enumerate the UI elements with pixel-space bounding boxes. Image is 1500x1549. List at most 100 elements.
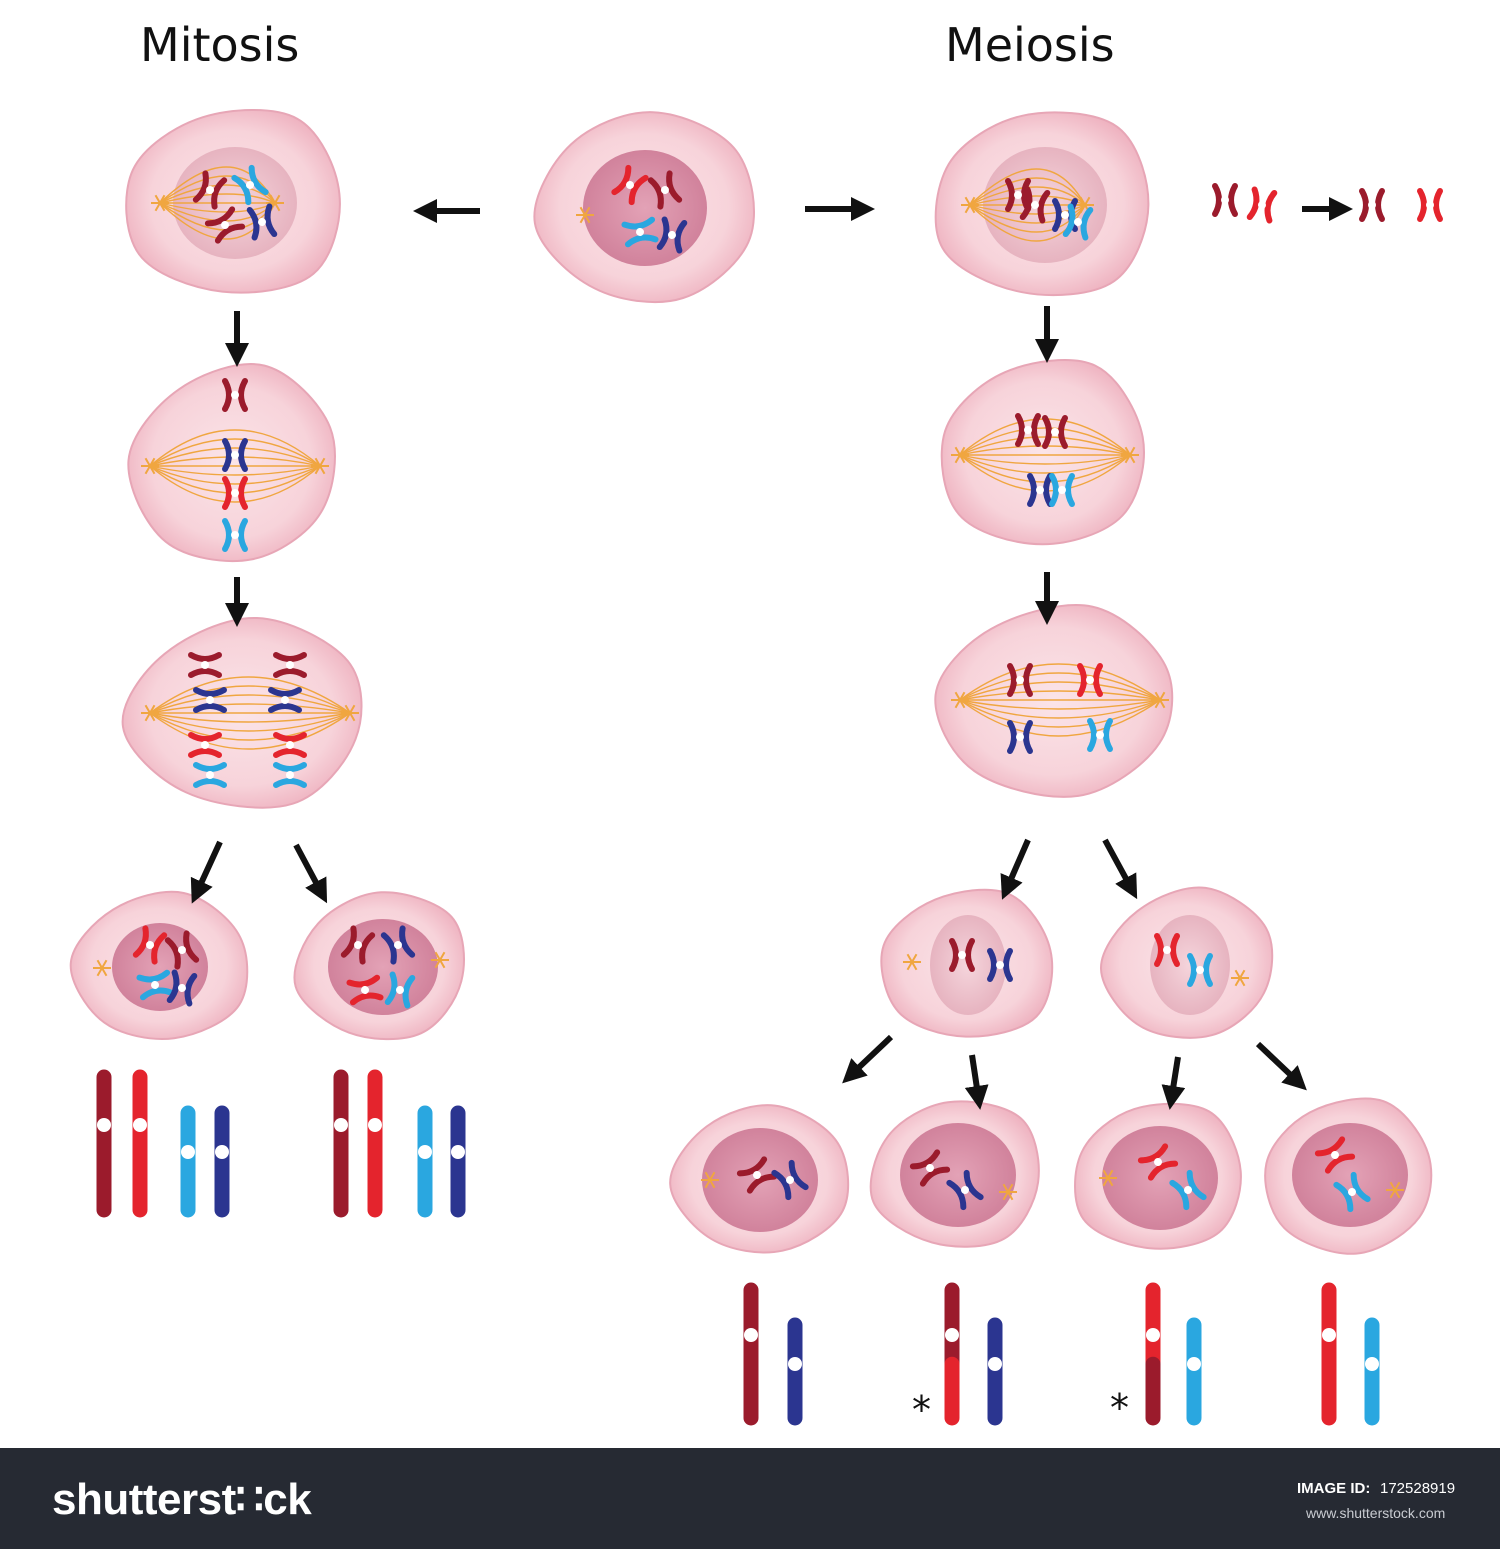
meiosis-anaphase1-cell-chromosome-arm-right (1023, 663, 1033, 697)
mitosis-prophase-cell-spindle-fiber (159, 202, 276, 213)
meiosis2-cell-2-nucleus (1150, 915, 1230, 1015)
meiosis-metaphase1-cell-centriole-left-ray (954, 454, 961, 464)
chromosome-bar (743, 1282, 759, 1426)
mitosis-anaphase-cell-chromosome-arm-right (193, 703, 227, 713)
mitosis-anaphase-cell-spindle-fiber (149, 712, 351, 750)
mitosis-daughter-cell-1-centriole-ray (101, 967, 108, 977)
gamete-cell-4-chromosome (1314, 1136, 1356, 1174)
mitosis-daughter-cell-2-chromosome-arm-right (399, 925, 416, 958)
chromosome-bar (214, 1105, 230, 1218)
meiosis-anaphase1-cell-chromosome-centromere (1086, 676, 1094, 684)
mitosis-prophase-cell-chromosome (204, 206, 246, 244)
chromosome-bar (180, 1105, 196, 1218)
mitosis-anaphase-cell-centriole-right-ray (349, 704, 356, 714)
meiosis-anaphase1-cell-centriole-left-ray (954, 691, 961, 701)
mitosis-prophase-cell-chromosome (192, 170, 228, 210)
chromosome-bar-centromere (451, 1145, 465, 1159)
mitosis-metaphase-cell-spindle-fiber (149, 465, 321, 485)
gamete-cell-2-chromosome (946, 1169, 984, 1211)
mitosis-prophase-cell-chromosome-arm-left (204, 206, 236, 227)
meiosis-anaphase1-cell-chromosome-centromere (1096, 731, 1104, 739)
bivalent-chromosome-arm-right (1228, 183, 1238, 217)
meiosis-metaphase1-cell-chromosome-arm-left (1027, 473, 1037, 507)
mitosis-anaphase-cell-chromosome-centromere (206, 771, 214, 779)
interphase-cell-chromosome-centromere (661, 186, 669, 194)
meiosis-anaphase1-cell-chromosome-centromere (1016, 733, 1024, 741)
gamete-cell-4-chromosome-arm-left (1333, 1181, 1354, 1213)
separated-chromosome-arm-right (1375, 188, 1385, 222)
chromosome-bar (1321, 1282, 1337, 1426)
meiosis-metaphase1-cell-spindle-fiber (959, 427, 1131, 456)
separated-chromosome (1359, 188, 1385, 222)
mitosis-daughter-cell-1-centriole-ray (101, 959, 108, 969)
mitosis-daughter-cell-1-chromosome-arm-right (139, 987, 174, 1001)
mitosis-metaphase-cell-centriole-right-ray (319, 457, 326, 467)
mitosis-anaphase-cell-chromosome-arm-right (273, 762, 307, 772)
mitosis-daughter-cell-2-chromosome-arm-left (384, 971, 398, 1006)
separated-chromosome-centromere (1368, 201, 1376, 209)
interphase-cell-chromosome (656, 216, 688, 254)
mitosis-anaphase-cell-chromosome-arm-left (188, 652, 222, 662)
process-arrow (964, 1054, 989, 1110)
mitosis-metaphase-cell-chromosome (222, 476, 248, 510)
meiosis-metaphase1-cell-chromosome (1042, 415, 1068, 449)
bivalent-chromosome-arm-right (1264, 189, 1278, 224)
mitosis-prophase-cell-chromosome (246, 203, 278, 241)
mitosis-daughter-cell-2-chromosome-arm-right (349, 992, 384, 1006)
meiosis-anaphase1-cell-membrane (934, 604, 1174, 798)
chromosome-bar (1364, 1317, 1380, 1426)
mitosis-anaphase-cell-centriole-right-ray (349, 712, 356, 722)
mitosis-anaphase-cell-chromosome-arm-left (273, 778, 307, 788)
meiosis-anaphase1-cell (934, 604, 1174, 798)
meiosis2-cell-2-chromosome-arm-right (1203, 953, 1213, 987)
chromosome-bar-centromere (744, 1328, 758, 1342)
mitosis-anaphase-cell-chromosome (273, 762, 307, 788)
mitosis-prophase-cell-chromosome-centromere (258, 218, 266, 226)
interphase-cell-chromosome-arm-left (647, 177, 664, 210)
mitosis-anaphase-cell-chromosome-arm-right (188, 748, 222, 758)
mitosis-prophase-cell-centriole-left-ray (154, 202, 161, 212)
chromosome-bar (1186, 1317, 1202, 1426)
meiosis-anaphase1-cell-spindle-fiber (959, 690, 1161, 701)
bivalent-chromosome (1212, 183, 1238, 217)
footer-logo: shutterst∷ck (52, 1475, 312, 1524)
mitosis-anaphase-cell-chromosome-arm-left (273, 748, 307, 758)
mitosis-anaphase-cell-chromosome (273, 652, 307, 678)
meiosis2-cell-1-chromosome-arm-right (1003, 948, 1013, 982)
mitosis-daughter-cell-2-centriole-ray (434, 951, 441, 961)
gamete-cell-4-centriole-ray (1389, 1181, 1396, 1191)
gamete-cell-3-chromosome-arm-left (1137, 1143, 1169, 1164)
mitosis-anaphase-cell-chromosome-centromere (286, 661, 294, 669)
meiosis-prophase1-cell-chromosome-arm-left (1019, 186, 1033, 221)
gamete-cell-1-centriole-ray (709, 1171, 716, 1181)
mitosis-prophase-cell-centriole-left-ray (159, 202, 166, 212)
mitosis-anaphase-cell-chromosome-centromere (286, 771, 294, 779)
bivalent-chromosome-arm-left (1246, 186, 1260, 221)
meiosis2-cell-2-chromosome-arm-right (1170, 933, 1180, 967)
chromosome-bar (417, 1105, 433, 1218)
mitosis-daughter-cell-1-chromosome (166, 969, 198, 1007)
mitosis-daughter-cell-1-chromosome-centromere (151, 981, 159, 989)
mitosis-anaphase-cell-spindle-fiber (149, 685, 351, 714)
mitosis-anaphase-cell-chromosome-arm-right (273, 732, 307, 742)
meiosis-anaphase1-cell-centriole-left-ray (959, 691, 966, 701)
meiosis2-cell-1-chromosome-arm-left (949, 938, 959, 972)
interphase-cell-chromosome (621, 216, 659, 248)
process-arrow (190, 840, 223, 904)
mitosis-anaphase-cell-spindle-fiber (149, 712, 351, 741)
mitosis-daughter-cell-2-chromosome-centromere (354, 941, 362, 949)
chromosome-bar (787, 1317, 803, 1426)
chromosome-bar (333, 1069, 349, 1218)
mitosis-prophase-cell-centriole-right-ray (269, 194, 276, 204)
mitosis-title: Mitosis (140, 18, 300, 72)
mitosis-prophase-cell-chromosome-centromere (246, 181, 254, 189)
interphase-cell-chromosome (611, 164, 649, 206)
gamete-cell-3-chromosome-arm-right (1186, 1169, 1207, 1201)
mitosis-metaphase-cell-chromosome-arm-right (238, 476, 248, 510)
meiosis-prophase1-cell-chromosome (1062, 203, 1094, 241)
meiosis-prophase1-cell-centriole-right-ray (1079, 204, 1086, 214)
mitosis-metaphase-cell-chromosome (222, 438, 248, 472)
mitosis-metaphase-cell-chromosome-arm-left (222, 438, 232, 472)
gamete-cell-3-chromosome-arm-left (1169, 1179, 1190, 1211)
interphase-cell-chromosome-centromere (626, 181, 634, 189)
